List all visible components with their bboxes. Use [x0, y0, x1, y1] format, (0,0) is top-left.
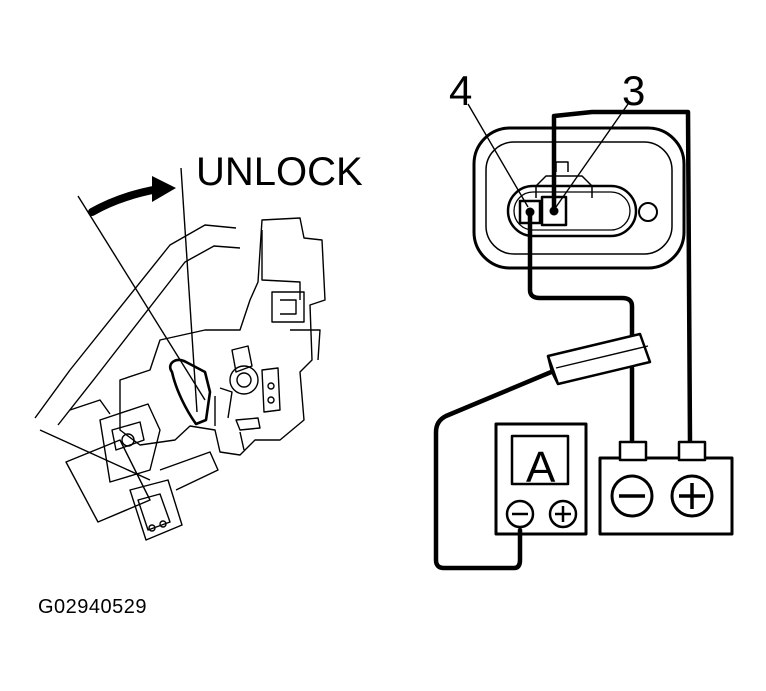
wire-clip-to-ammeter: [433, 367, 559, 571]
ammeter-display: [510, 434, 570, 486]
ammeter: [494, 422, 588, 536]
door-lock-assembly: [34, 217, 326, 541]
test-clip: [546, 332, 652, 386]
ammeter-unit-label: A: [526, 443, 556, 492]
battery-positive-post: [677, 440, 707, 462]
wires: [433, 109, 693, 571]
wire-terminal-3-to-battery-positive: [551, 109, 693, 447]
terminal-4-label: 4: [449, 67, 473, 114]
terminal-3-label: 3: [622, 67, 646, 114]
actuator-connector: [472, 126, 686, 270]
ammeter-positive-terminal-icon: [548, 499, 578, 529]
unlock-label: UNLOCK: [196, 150, 363, 194]
battery: [598, 440, 734, 536]
unlock-direction-indicator: [77, 167, 206, 413]
battery-negative-post: [618, 440, 648, 462]
ammeter-negative-terminal-icon: [505, 499, 535, 529]
leader-line-4: [467, 103, 529, 208]
battery-positive-icon: [670, 474, 714, 518]
reference-line-a: [77, 195, 206, 401]
unlock-arrow-icon: [88, 185, 162, 216]
leader-line-3: [555, 103, 629, 208]
reference-line-b: [180, 167, 198, 413]
battery-negative-icon: [610, 474, 654, 518]
figure-id: G02940529: [38, 596, 148, 618]
wire-terminal-4-to-clip: [527, 209, 635, 343]
unlock-arrowhead-icon: [152, 176, 176, 202]
